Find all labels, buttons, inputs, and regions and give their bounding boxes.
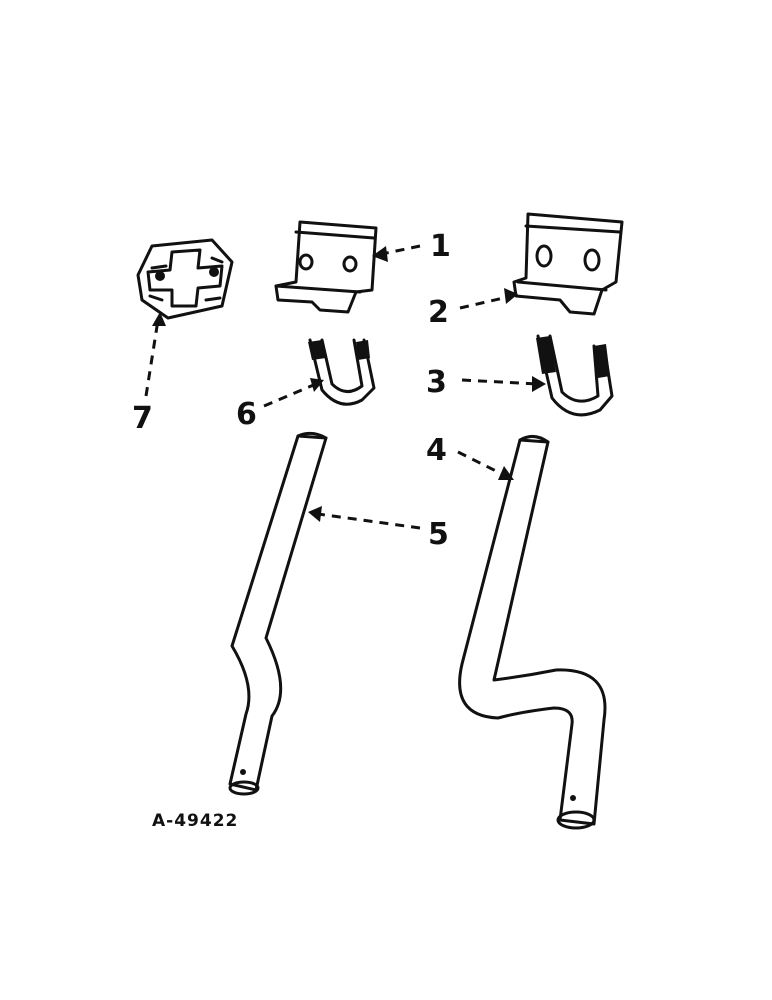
part-6-u-bolt (308, 338, 376, 406)
part-7-nut (136, 238, 234, 320)
leader-1 (381, 244, 421, 256)
callout-3: 3 (426, 365, 447, 400)
arrowhead-4 (498, 466, 514, 480)
callout-5: 5 (428, 517, 449, 552)
arrowhead-2 (504, 288, 518, 304)
part-5-bent-rod (228, 431, 328, 796)
leader-3 (461, 378, 539, 386)
callout-2: 2 (428, 295, 449, 330)
leader-2 (459, 294, 513, 310)
leader-5 (317, 512, 421, 530)
callout-7: 7 (132, 401, 153, 436)
callout-4: 4 (426, 433, 447, 468)
drawing-code: A-49422 (152, 811, 238, 831)
arrowhead-5 (308, 506, 322, 522)
leader-6 (263, 382, 317, 408)
leader-4 (457, 450, 507, 478)
arrowhead-7 (152, 312, 166, 326)
part-2-clamp-plate (512, 212, 624, 316)
part-3-u-bolt (536, 334, 614, 417)
arrowhead-3 (532, 376, 546, 392)
part-4-bent-rod (458, 435, 607, 830)
callout-6: 6 (236, 397, 257, 432)
arrowhead-6 (310, 378, 324, 392)
leader-lines (144, 244, 546, 530)
part-1-clamp-plate (274, 220, 378, 314)
arrowhead-1 (372, 246, 388, 262)
callout-1: 1 (430, 229, 451, 264)
leader-7 (144, 319, 160, 397)
